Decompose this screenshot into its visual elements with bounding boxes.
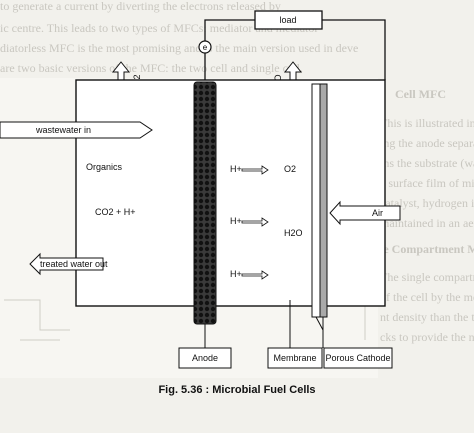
bg-line: The single compartment uses an air-catho… xyxy=(380,270,474,284)
bg-line: ins the substrate (wastewater or organic… xyxy=(380,156,474,170)
o2-label: O2 xyxy=(284,164,296,174)
bg-line: maintained in an aerobic state by a supp… xyxy=(380,216,474,230)
load-label: load xyxy=(279,15,296,25)
proton-flow: H+ H+ H+ xyxy=(230,164,269,280)
porous-cathode-label-box: Porous Cathode xyxy=(323,347,393,369)
organics-label: Organics xyxy=(86,162,123,172)
bg-line: This is illustrated in Fig. 5.37 (a). Th… xyxy=(380,116,474,130)
external-circuit xyxy=(204,19,386,80)
bg-line: to generate a current by diverting the e… xyxy=(0,0,281,13)
leader-lines xyxy=(204,300,324,348)
anode-electrode xyxy=(193,81,217,325)
proton-arrow xyxy=(241,165,269,175)
bg-line: ing the anode separated by a proton perm… xyxy=(380,136,474,150)
bg-line: Cell MFC xyxy=(395,87,446,101)
figure-caption: Fig. 5.36 : Microbial Fuel Cells xyxy=(158,384,315,396)
proton-arrow xyxy=(241,270,269,280)
porous-cathode-label: Porous Cathode xyxy=(325,353,390,363)
bg-line: are two basic versions of the MFC: the t… xyxy=(0,61,303,75)
h2o-label: H2O xyxy=(284,228,303,238)
proton-membrane xyxy=(311,83,321,318)
porous-cathode xyxy=(319,83,328,318)
bg-line: le Compartment MFC xyxy=(380,242,474,256)
h-plus-label: H+ xyxy=(230,164,242,174)
electron-meter: e xyxy=(198,40,212,54)
electron-label: e xyxy=(203,43,208,52)
bg-line: cks to provide the necessary voltage. xyxy=(380,330,474,344)
membrane-label-box: Membrane xyxy=(267,347,323,369)
bg-line: of the cell by the membrane Fig. 5.37 (b… xyxy=(380,290,474,304)
anode-label-box: Anode xyxy=(178,347,232,369)
h-plus-label: H+ xyxy=(230,269,242,279)
proton-arrow xyxy=(241,217,269,227)
fuel-cell-container xyxy=(75,79,386,307)
background-page-text: to generate a current by diverting the e… xyxy=(0,0,474,344)
treated-water-out-arrow: treated water out xyxy=(29,252,108,276)
air-label: Air xyxy=(372,208,383,218)
wastewater-in-arrow: wastewater in xyxy=(0,121,153,139)
bg-line: a surface film of microorganisms. The se… xyxy=(380,176,474,190)
bg-line: diatorless MFC is the most promising and… xyxy=(0,41,358,55)
treated-water-out-label: treated water out xyxy=(40,259,108,269)
air-inlet-arrow: Air xyxy=(329,200,401,226)
membrane-label: Membrane xyxy=(273,353,316,363)
wastewater-in-label: wastewater in xyxy=(35,125,91,135)
h-plus-label: H+ xyxy=(230,216,242,226)
bg-line: catalyst, hydrogen ions and oxygen to th… xyxy=(380,196,474,210)
bg-line: ic centre. This leads to two types of MF… xyxy=(0,21,318,35)
bg-line: nt density than the two chamber version.… xyxy=(380,310,474,324)
load-box: load xyxy=(254,10,323,30)
co2-h-label: CO2 + H+ xyxy=(95,207,136,217)
anode-label: Anode xyxy=(192,353,218,363)
